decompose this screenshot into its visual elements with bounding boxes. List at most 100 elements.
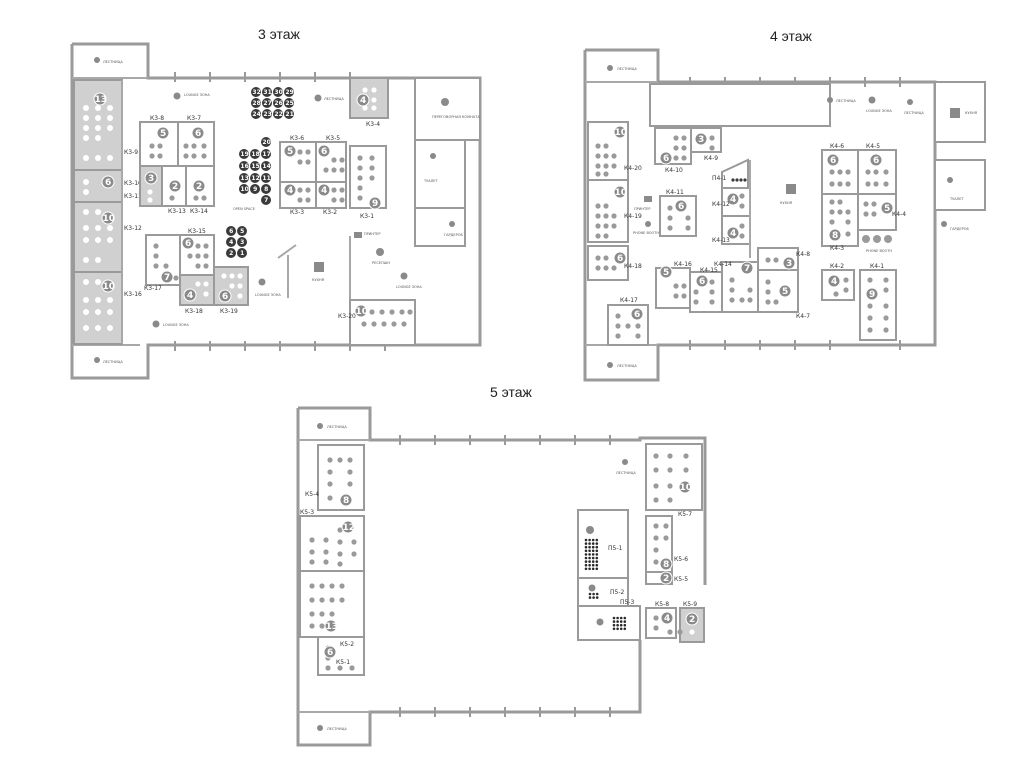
seat-dot (619, 623, 623, 627)
room-k3-14[interactable] (185, 165, 215, 207)
svg-text:6: 6 (663, 154, 669, 164)
svg-text:5: 5 (287, 147, 293, 157)
label-k4-17: К4-17 (620, 297, 638, 304)
openspace-desk-number: 16 (240, 163, 248, 170)
openspace-desk[interactable] (284, 87, 294, 97)
openspace-desk[interactable] (239, 184, 249, 194)
openspace-desk[interactable] (261, 149, 271, 159)
openspace-desk[interactable] (261, 184, 271, 194)
f4-printer-label: ПРИНТЕР (634, 207, 650, 211)
room-p4-1[interactable] (721, 158, 749, 189)
f4-stairs-right-label: ЛЕСТНИЦА (904, 111, 924, 115)
openspace-desk[interactable] (284, 98, 294, 108)
openspace-desk[interactable] (237, 248, 247, 258)
room-k3-1[interactable] (349, 145, 387, 209)
svg-text:10: 10 (680, 483, 693, 493)
room-k4-7[interactable] (757, 269, 799, 313)
openspace-desk[interactable] (250, 184, 260, 194)
kitchen-icon (786, 184, 796, 194)
openspace-desk[interactable] (237, 226, 247, 236)
openspace-desk[interactable] (261, 173, 271, 183)
seat-dot (584, 545, 588, 549)
openspace-desk-number: 9 (253, 186, 257, 193)
f5-stairs-mid-label: ЛЕСТНИЦА (616, 471, 636, 475)
p5-seat-grid (584, 538, 627, 631)
label-k4-3: К4-3 (830, 245, 844, 252)
svg-text:13: 13 (326, 622, 339, 632)
svg-text:6: 6 (327, 648, 333, 658)
f3-negotiation-room[interactable] (414, 77, 481, 141)
seat-dot (588, 545, 591, 549)
openspace-desk[interactable] (262, 87, 272, 97)
openspace-desk[interactable] (239, 161, 249, 171)
f4-top-block (649, 83, 831, 127)
openspace-desk[interactable] (261, 137, 271, 147)
openspace-desk[interactable] (239, 149, 249, 159)
stairs-icon (607, 65, 613, 71)
label-k5-3: К5-3 (300, 509, 314, 516)
printer-icon (354, 232, 362, 238)
svg-text:9: 9 (869, 290, 875, 300)
seat-dot (591, 556, 595, 560)
stairs-icon (317, 725, 323, 731)
label-k4-6: К4-6 (830, 143, 844, 150)
f4-stairs-top-label: ЛЕСТНИЦА (617, 67, 637, 71)
svg-text:10: 10 (615, 188, 628, 198)
seat-dot (612, 620, 616, 623)
svg-text:6: 6 (873, 156, 879, 166)
openspace-desk[interactable] (250, 173, 260, 183)
openspace-desk[interactable] (261, 161, 271, 171)
openspace-desk[interactable] (251, 109, 261, 119)
openspace-desk[interactable] (251, 98, 261, 108)
openspace-desk-number: 32 (252, 89, 260, 96)
openspace-desk[interactable] (226, 237, 236, 247)
seat-dot (623, 616, 627, 620)
openspace-desk[interactable] (239, 173, 249, 183)
f3-stairs-bottom-label: ЛЕСТНИЦА (103, 360, 123, 364)
openspace-desk[interactable] (250, 149, 260, 159)
seat-dot (616, 623, 619, 627)
room-p5-3[interactable] (577, 605, 641, 641)
openspace-desk[interactable] (273, 87, 283, 97)
label-p5-2: П5-2 (610, 589, 624, 596)
openspace-desk[interactable] (273, 98, 283, 108)
openspace-desk[interactable] (284, 109, 294, 119)
label-k4-16: К4-16 (674, 261, 692, 268)
openspace-desk[interactable] (226, 226, 236, 236)
openspace-desk[interactable] (237, 237, 247, 247)
openspace-desk[interactable] (261, 195, 271, 205)
openspace-desk[interactable] (250, 161, 260, 171)
f3-left-badges: 13 6 10 10 (93, 92, 115, 293)
svg-text:4: 4 (730, 195, 736, 205)
meeting-icon (596, 618, 604, 626)
room-k3-18[interactable] (179, 274, 215, 306)
seat-dot (623, 623, 627, 627)
hanger-icon (449, 221, 455, 227)
seat-dot (591, 560, 595, 563)
f4-kitchen-center-label: КУХНЯ (780, 201, 793, 205)
f5-stairs-top-label: ЛЕСТНИЦА (327, 425, 347, 429)
openspace-desk[interactable] (262, 109, 272, 119)
openspace-desk[interactable] (262, 98, 272, 108)
seat-dot (584, 542, 588, 545)
room-k4-1[interactable] (859, 269, 897, 341)
f3-openspace-label: OPEN SPACE (233, 207, 255, 211)
toilet-icon (430, 153, 436, 159)
openspace-desk[interactable] (251, 87, 261, 97)
room-k3-10[interactable] (73, 169, 123, 203)
svg-text:5: 5 (884, 204, 890, 214)
label-k4-15: К4-15 (700, 267, 718, 274)
openspace-desk[interactable] (226, 248, 236, 258)
openspace-desk[interactable] (273, 109, 283, 119)
seat-dot (616, 616, 619, 620)
stairs-icon (907, 99, 913, 105)
label-k4-10: К4-10 (665, 167, 683, 174)
svg-text:4: 4 (360, 96, 366, 106)
label-k3-18: К3-18 (185, 308, 203, 315)
label-k3-3: К3-3 (290, 209, 304, 216)
openspace-desk-number: 4 (229, 239, 233, 246)
f3-kitchen-label: КУХНЯ (312, 278, 325, 282)
kitchen-icon (950, 108, 960, 118)
openspace-desk-number: 17 (262, 151, 270, 158)
